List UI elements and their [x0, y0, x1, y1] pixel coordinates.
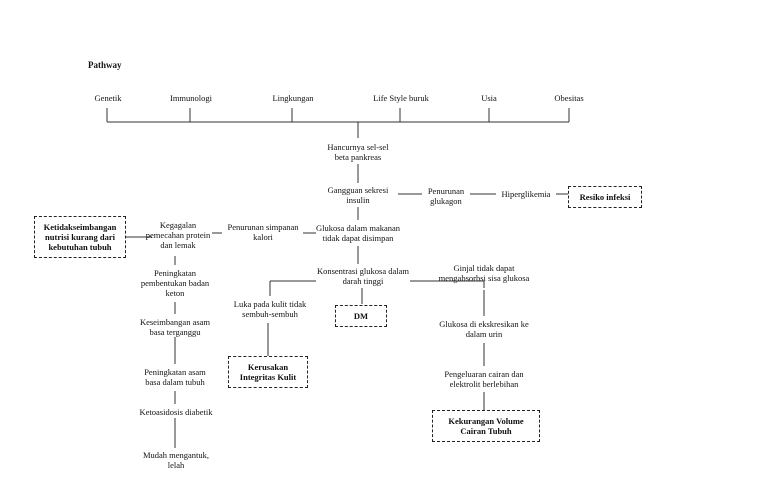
node-kegagalan-l2: pemecahan protein	[145, 230, 211, 240]
node-hancurnya-l1: Hancurnya sel-sel	[327, 142, 389, 152]
node-kegagalan: Kegagalan pemecahan protein dan lemak	[138, 220, 218, 250]
factor-usia: Usia	[481, 93, 497, 103]
node-konsentrasi-l2: darah tinggi	[342, 276, 384, 286]
node-glukosa-urin-l1: Glukosa di ekskresikan ke	[439, 319, 529, 329]
node-peningkatan-asam: Peningkatan asam basa dalam tubuh	[128, 367, 222, 387]
page-title: Pathway	[88, 60, 122, 70]
factor-genetik: Genetik	[94, 93, 122, 103]
node-peningkatan-asam-l2: basa dalam tubuh	[145, 377, 205, 387]
factor-immunologi: Immunologi	[169, 93, 213, 103]
node-luka-l2: sembuh-sembuh	[242, 309, 298, 319]
node-gangguan-l1: Gangguan sekresi	[327, 185, 389, 195]
node-penurunan-simpanan-l1: Penurunan simpanan	[227, 222, 299, 232]
node-glukosa-makanan-l1: Glukosa dalam makanan	[315, 223, 401, 233]
diagnosis-dm: DM	[335, 305, 387, 327]
diagnosis-ketidakseimbangan-l3: kebutuhan tubuh	[48, 242, 112, 252]
node-mudah-mengantuk: Mudah mengantuk, lelah	[128, 450, 224, 470]
node-gangguan-l2: insulin	[346, 195, 370, 205]
node-peningkatan-keton-l2: pembentukan badan	[140, 278, 210, 288]
node-hancurnya: Hancurnya sel-sel beta pankreas	[308, 142, 408, 162]
node-luka-l1: Luka pada kulit tidak	[233, 299, 307, 309]
node-kegagalan-l1: Kegagalan	[159, 220, 197, 230]
node-pengeluaran-l1: Pengeluaran cairan dan	[444, 369, 524, 379]
diagnosis-kekurangan-l2: Cairan Tubuh	[460, 426, 512, 436]
diagnosis-kerusakan-l1: Kerusakan	[247, 362, 289, 372]
node-penurunan-glukagon-l2: glukagon	[430, 196, 462, 206]
diagnosis-kekurangan-volume-cairan: Kekurangan Volume Cairan Tubuh	[432, 410, 540, 442]
node-penurunan-glukagon: Penurunan glukagon	[418, 186, 474, 206]
node-luka: Luka pada kulit tidak sembuh-sembuh	[222, 299, 318, 319]
diagnosis-kerusakan-l2: Integritas Kulit	[239, 372, 297, 382]
node-ginjal: Ginjal tidak dapat mengabsorbsi sisa glu…	[426, 263, 542, 283]
node-pengeluaran-l2: elektrolit berlebihan	[449, 379, 519, 389]
node-mudah-mengantuk-l1: Mudah mengantuk,	[142, 450, 210, 460]
node-glukosa-urin-l2: dalam urin	[465, 329, 503, 339]
node-penurunan-simpanan-l2: kalori	[253, 232, 273, 242]
node-mudah-mengantuk-l2: lelah	[167, 460, 185, 470]
node-gangguan: Gangguan sekresi insulin	[308, 185, 408, 205]
node-hancurnya-l2: beta pankreas	[334, 152, 382, 162]
node-ginjal-l1: Ginjal tidak dapat	[453, 263, 515, 273]
node-ginjal-l2: mengabsorbsi sisa glukosa	[438, 273, 530, 283]
node-kegagalan-l3: dan lemak	[160, 240, 196, 250]
node-glukosa-urin: Glukosa di ekskresikan ke dalam urin	[426, 319, 542, 339]
node-penurunan-simpanan: Penurunan simpanan kalori	[216, 222, 310, 242]
diagnosis-kekurangan-l1: Kekurangan Volume	[448, 416, 524, 426]
diagnosis-resiko-infeksi: Resiko infeksi	[568, 186, 642, 208]
node-peningkatan-asam-l1: Peningkatan asam	[144, 367, 206, 377]
diagnosis-ketidakseimbangan-l1: Ketidakseimbangan	[43, 222, 117, 232]
node-keseimbangan-l2: basa terganggu	[149, 327, 201, 337]
diagnosis-ketidakseimbangan-l2: nutrisi kurang dari	[45, 232, 115, 242]
node-konsentrasi-l1: Konsentrasi glukosa dalam	[316, 266, 410, 276]
factor-lifestyle: Life Style buruk	[373, 93, 429, 103]
node-hiperglikemia: Hiperglikemia	[501, 189, 551, 199]
node-keseimbangan: Keseimbangan asam basa terganggu	[128, 317, 222, 337]
node-konsentrasi: Konsentrasi glukosa dalam darah tinggi	[306, 266, 420, 286]
node-penurunan-glukagon-l1: Penurunan	[427, 186, 465, 196]
factor-lingkungan: Lingkungan	[272, 93, 314, 103]
diagnosis-ketidakseimbangan-nutrisi: Ketidakseimbangan nutrisi kurang dari ke…	[34, 216, 126, 258]
diagnosis-kerusakan-integritas-kulit: Kerusakan Integritas Kulit	[228, 356, 308, 388]
factor-obesitas: Obesitas	[554, 93, 584, 103]
node-keseimbangan-l1: Keseimbangan asam	[139, 317, 211, 327]
node-glukosa-makanan-l2: tidak dapat disimpan	[322, 233, 394, 243]
node-peningkatan-keton-l1: Peningkatan	[153, 268, 197, 278]
node-pengeluaran: Pengeluaran cairan dan elektrolit berleb…	[426, 369, 542, 389]
node-peningkatan-keton-l3: keton	[165, 288, 185, 298]
node-ketoasidosis: Ketoasidosis diabetik	[139, 407, 213, 417]
node-peningkatan-keton: Peningkatan pembentukan badan keton	[130, 268, 220, 298]
node-glukosa-makanan: Glukosa dalam makanan tidak dapat disimp…	[306, 223, 410, 243]
